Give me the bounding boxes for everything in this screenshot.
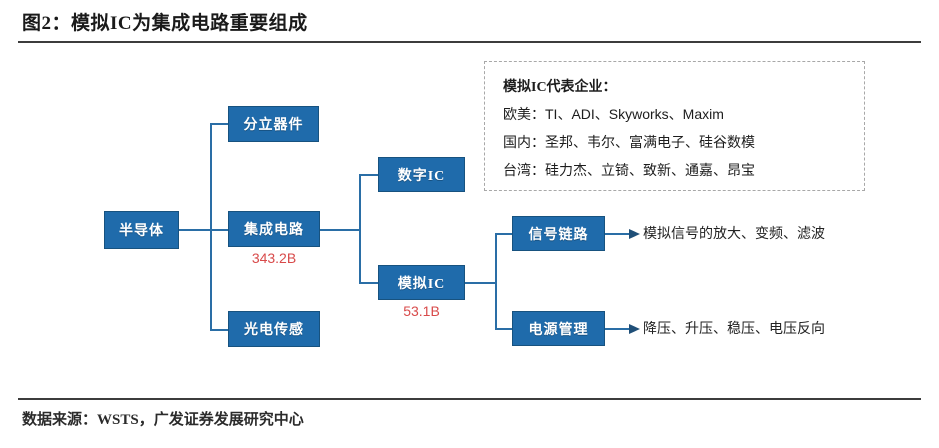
node-optoelectronic-sensor[interactable]: 光电传感 bbox=[228, 311, 320, 347]
node-analog-ic[interactable]: 模拟IC bbox=[378, 265, 465, 300]
value-integrated-circuit: 343.2B bbox=[251, 250, 297, 266]
arrow-power-management-icon bbox=[605, 324, 640, 334]
arrow-signal-chain-icon bbox=[605, 229, 640, 239]
node-digital-ic[interactable]: 数字IC bbox=[378, 157, 465, 192]
legend-row-taiwan: 台湾：硅力杰、立锜、致新、通嘉、昂宝 bbox=[503, 160, 755, 180]
node-signal-chain[interactable]: 信号链路 bbox=[512, 216, 605, 251]
connector-semiconductor-stem bbox=[178, 229, 211, 231]
annotation-signal-chain: 模拟信号的放大、变频、滤波 bbox=[643, 227, 825, 242]
connector-to-integrated-circuit bbox=[210, 229, 228, 231]
node-power-management[interactable]: 电源管理 bbox=[512, 311, 605, 346]
connector-level1-trunk bbox=[210, 123, 212, 330]
legend-companies-overseas: TI、ADI、Skyworks、Maxim bbox=[545, 106, 724, 122]
connector-to-power-management bbox=[495, 328, 512, 330]
connector-level2-trunk bbox=[359, 174, 361, 283]
connector-to-optoelectronic-sensor bbox=[210, 329, 228, 331]
legend-row-overseas: 欧美：TI、ADI、Skyworks、Maxim bbox=[503, 104, 724, 124]
connector-level3-trunk bbox=[495, 233, 497, 329]
header-divider bbox=[18, 41, 921, 43]
legend-box: 模拟IC代表企业： 欧美：TI、ADI、Skyworks、Maxim 国内：圣邦… bbox=[484, 61, 865, 191]
node-integrated-circuit[interactable]: 集成电路 bbox=[228, 211, 320, 247]
legend-row-domestic: 国内：圣邦、韦尔、富满电子、硅谷数模 bbox=[503, 132, 755, 152]
legend-region-overseas: 欧美： bbox=[503, 108, 545, 123]
legend-companies-taiwan: 硅力杰、立锜、致新、通嘉、昂宝 bbox=[545, 164, 755, 179]
value-analog-ic: 53.1B bbox=[403, 303, 440, 319]
source-note: 数据来源：WSTS，广发证券发展研究中心 bbox=[22, 412, 304, 428]
footer-divider bbox=[18, 398, 921, 400]
connector-to-discrete bbox=[210, 123, 228, 125]
connector-to-digital-ic bbox=[359, 174, 378, 176]
page-title: 图2：模拟IC为集成电路重要组成 bbox=[22, 13, 308, 34]
node-discrete[interactable]: 分立器件 bbox=[228, 106, 319, 142]
legend-region-taiwan: 台湾： bbox=[503, 164, 545, 179]
connector-to-analog-ic bbox=[359, 282, 378, 284]
annotation-power-management: 降压、升压、稳压、电压反向 bbox=[643, 322, 825, 337]
legend-companies-domestic: 圣邦、韦尔、富满电子、硅谷数模 bbox=[545, 136, 755, 151]
node-semiconductor[interactable]: 半导体 bbox=[104, 211, 179, 249]
connector-to-signal-chain bbox=[495, 233, 512, 235]
connector-ic-stem bbox=[320, 229, 360, 231]
connector-analog-stem bbox=[465, 282, 496, 284]
legend-region-domestic: 国内： bbox=[503, 136, 545, 151]
legend-heading: 模拟IC代表企业： bbox=[503, 80, 617, 95]
